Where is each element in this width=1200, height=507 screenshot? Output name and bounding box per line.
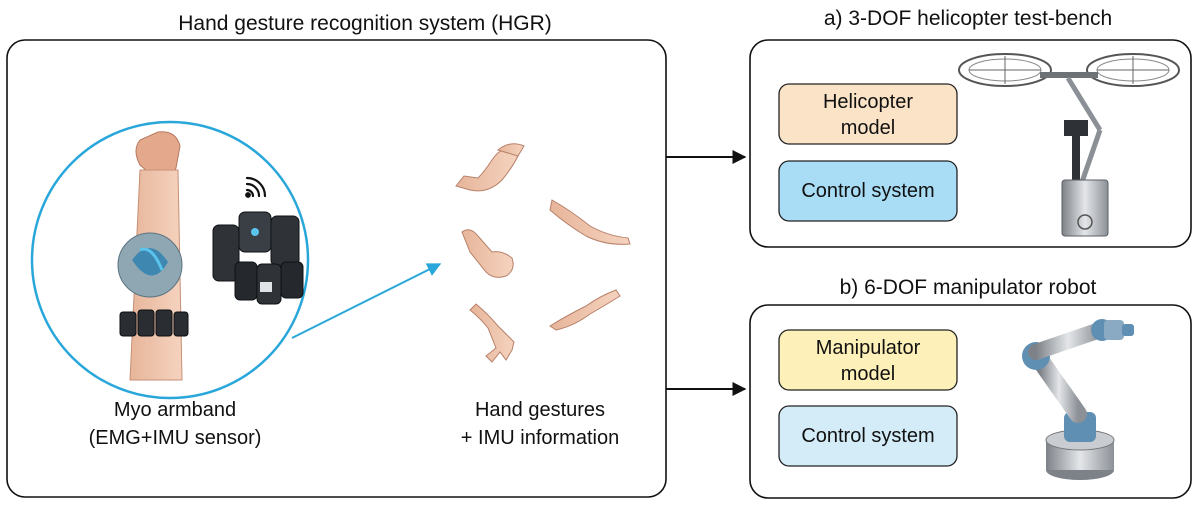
robot-arm [1022, 319, 1134, 480]
helicopter-model-box [778, 83, 958, 145]
helicopter-title: a) 3-DOF helicopter test-bench [824, 7, 1112, 30]
gestures-label-line2: + IMU information [461, 427, 619, 449]
circle-to-gestures-arrow [291, 263, 442, 339]
helicopter-test-bench [958, 53, 1180, 237]
hgr-title: Hand gesture recognition system (HGR) [178, 12, 551, 35]
helicopter-model-line1: Helicopter [823, 91, 913, 113]
armband-label-line2: (EMG+IMU sensor) [89, 427, 262, 449]
manipulator-title: b) 6-DOF manipulator robot [840, 276, 1097, 299]
helicopter-panel [749, 39, 1192, 248]
helicopter-model-line2: model [841, 117, 895, 139]
manipulator-model-box [778, 329, 958, 391]
myo-armband-device [212, 211, 304, 305]
hand-gesture-poses [455, 143, 631, 363]
manipulator-model-line2: model [841, 363, 895, 385]
wireless-signal-icon [245, 176, 267, 198]
gestures-label-line1: Hand gestures [475, 399, 605, 421]
hgr-panel [6, 39, 667, 498]
forearm-with-armband [117, 131, 189, 381]
manipulator-model-line1: Manipulator [816, 337, 921, 359]
helicopter-control-box [778, 160, 958, 222]
manipulator-panel [749, 304, 1192, 499]
armband-label-line1: Myo armband [114, 399, 236, 421]
helicopter-control-label: Control system [801, 180, 934, 202]
manipulator-control-box [778, 405, 958, 467]
manipulator-control-label: Control system [801, 425, 934, 447]
